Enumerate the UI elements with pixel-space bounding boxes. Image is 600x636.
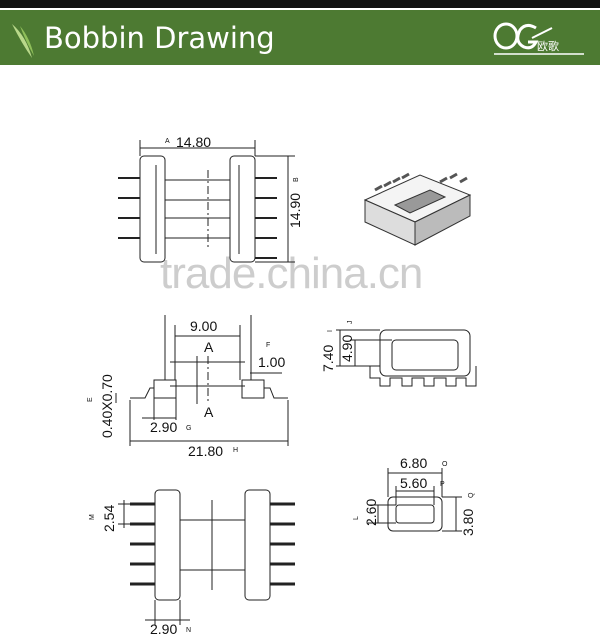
- top-view: [118, 140, 295, 263]
- marker-p: P: [440, 481, 445, 488]
- dim-i-value: 7.40: [320, 345, 336, 372]
- isometric-view: [363, 172, 472, 246]
- end-view: [368, 468, 462, 532]
- company-logo: [493, 22, 584, 55]
- watermark: trade.china.cn: [160, 249, 423, 298]
- logo-chinese-text: 欧歌: [537, 40, 559, 53]
- dim-p-value: 5.60: [400, 475, 427, 491]
- dim-o-value: 6.80: [400, 455, 427, 471]
- dim-m-value: 2.54: [101, 505, 117, 532]
- section-a-bottom: A: [204, 404, 214, 420]
- dim-e-value: 0.40X0.70: [99, 374, 115, 438]
- marker-h: H: [233, 447, 238, 454]
- marker-g: G: [186, 425, 191, 432]
- marker-e: E: [87, 397, 94, 402]
- top-border: [0, 0, 600, 8]
- marker-m: M: [89, 514, 96, 520]
- dim-h-value: 21.80: [188, 443, 223, 459]
- page-title: Bobbin Drawing: [44, 21, 275, 55]
- marker-n: N: [186, 627, 191, 634]
- dim-l-value: 2.60: [363, 499, 379, 526]
- dim-9-value: 9.00: [190, 318, 217, 334]
- dim-n-value: 2.90: [150, 621, 177, 636]
- marker-a: A: [165, 138, 170, 145]
- bobbin-drawing: A 14.80 14.90 B 9.00 A A F: [87, 134, 477, 636]
- header-banner: Bobbin Drawing 欧歌: [0, 10, 600, 65]
- marker-i: I: [327, 330, 334, 332]
- dim-j-value: 4.90: [339, 335, 355, 362]
- marker-l: L: [353, 516, 360, 520]
- dim-b-value: 14.90: [287, 193, 303, 228]
- marker-b: B: [293, 177, 300, 182]
- marker-q: Q: [468, 492, 475, 498]
- bamboo-leaf-icon: [12, 24, 34, 58]
- dim-f-value: 1.00: [258, 354, 285, 370]
- dim-q-value: 3.80: [460, 509, 476, 536]
- marker-j: J: [347, 321, 354, 325]
- side-view: [336, 329, 477, 387]
- bottom-view: [118, 489, 295, 625]
- dim-a-value: 14.80: [176, 134, 211, 150]
- front-view: [115, 315, 289, 446]
- section-a-top: A: [204, 339, 214, 355]
- marker-o: O: [442, 461, 448, 468]
- dim-g-value: 2.90: [150, 419, 177, 435]
- marker-f: F: [266, 342, 270, 349]
